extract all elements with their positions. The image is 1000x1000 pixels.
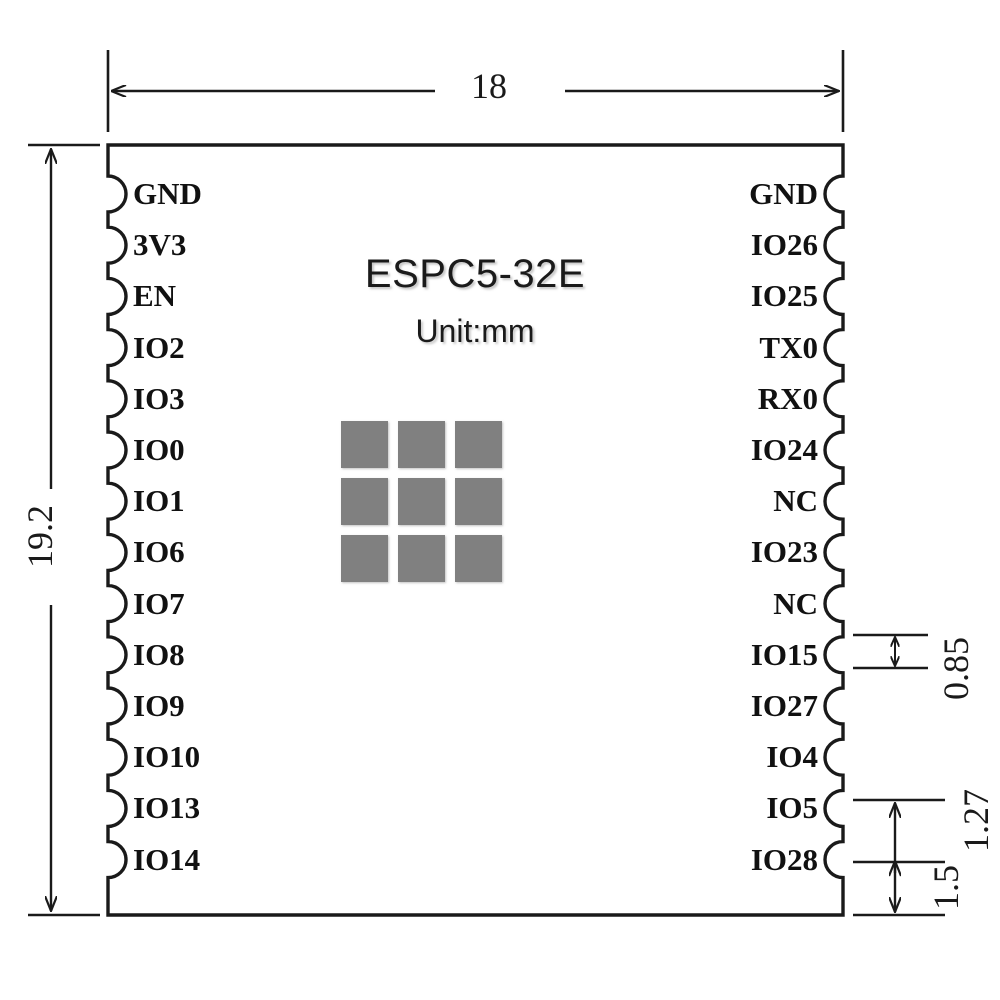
center-pad-r3-c3	[455, 535, 502, 582]
center-pad-r1-c3	[455, 421, 502, 468]
pin-label-left-io7-8: IO7	[133, 585, 185, 621]
pin-label-left-io10-11: IO10	[133, 739, 201, 775]
pin-label-right-io27-10: IO27	[750, 688, 818, 723]
pin-label-right-io25-2: IO25	[750, 278, 818, 314]
pin-label-left-io13-12: IO13	[133, 790, 201, 826]
pin-label-right-io5-12: IO5	[766, 790, 818, 826]
center-pad-r2-c1	[341, 478, 388, 525]
pin-label-left-io9-10: IO9	[133, 688, 185, 723]
pin-label-left-3v3-1: 3V3	[133, 227, 187, 263]
dimension-pad-edge-1-5	[853, 862, 945, 917]
pin-label-right-io23-7: IO23	[750, 534, 818, 570]
pin-label-left-io6-7: IO6	[133, 534, 185, 570]
pin-label-right-tx0-3: TX0	[759, 329, 818, 365]
dimension-pad-width-value: 0.85	[936, 637, 976, 700]
pin-label-left-io14-13: IO14	[133, 841, 201, 877]
center-pad-r2-c3	[455, 478, 502, 525]
center-pad-r3-c2	[398, 535, 445, 582]
dimension-width-value: 18	[471, 66, 507, 106]
dimension-pad-pitch-1-27	[853, 798, 945, 864]
center-pad-r1-c1	[341, 421, 388, 468]
pin-label-right-nc-8: NC	[773, 585, 818, 621]
pin-label-right-nc-6: NC	[773, 483, 818, 519]
unit-note-label: Unit:mm	[415, 313, 535, 349]
center-pad-r3-c1	[341, 535, 388, 582]
pin-label-right-io28-13: IO28	[750, 841, 818, 877]
dimension-height-value: 19.2	[20, 505, 60, 568]
pin-label-left-io2-3: IO2	[133, 329, 185, 365]
pin-label-right-io24-5: IO24	[750, 432, 818, 467]
dimension-pad-edge-value: 1.5	[926, 865, 966, 910]
dimension-pad-pitch-value: 1.27	[956, 789, 996, 852]
module-name-label: ESPC5-32E	[364, 252, 586, 296]
pin-label-left-io8-9: IO8	[133, 636, 185, 672]
dimension-height-19-2	[28, 143, 100, 917]
pin-label-left-io0-5: IO0	[133, 432, 185, 467]
pin-label-right-io4-11: IO4	[766, 739, 818, 775]
dimension-width-18	[106, 50, 845, 132]
dimension-pad-width-0-85	[853, 633, 928, 670]
pin-label-right-rx0-4: RX0	[757, 380, 818, 416]
pin-label-left-en-2: EN	[133, 278, 177, 314]
pin-label-right-io26-1: IO26	[750, 227, 818, 263]
module-body-outline	[106, 143, 845, 917]
center-pad-r1-c2	[398, 421, 445, 468]
pin-label-left-io1-6: IO1	[133, 483, 185, 519]
pin-label-left-gnd-0: GND	[133, 176, 202, 211]
pin-label-right-io15-9: IO15	[750, 636, 818, 672]
pin-label-right-gnd-0: GND	[749, 176, 818, 211]
center-pad-r2-c2	[398, 478, 445, 525]
pin-label-left-io3-4: IO3	[133, 380, 185, 416]
